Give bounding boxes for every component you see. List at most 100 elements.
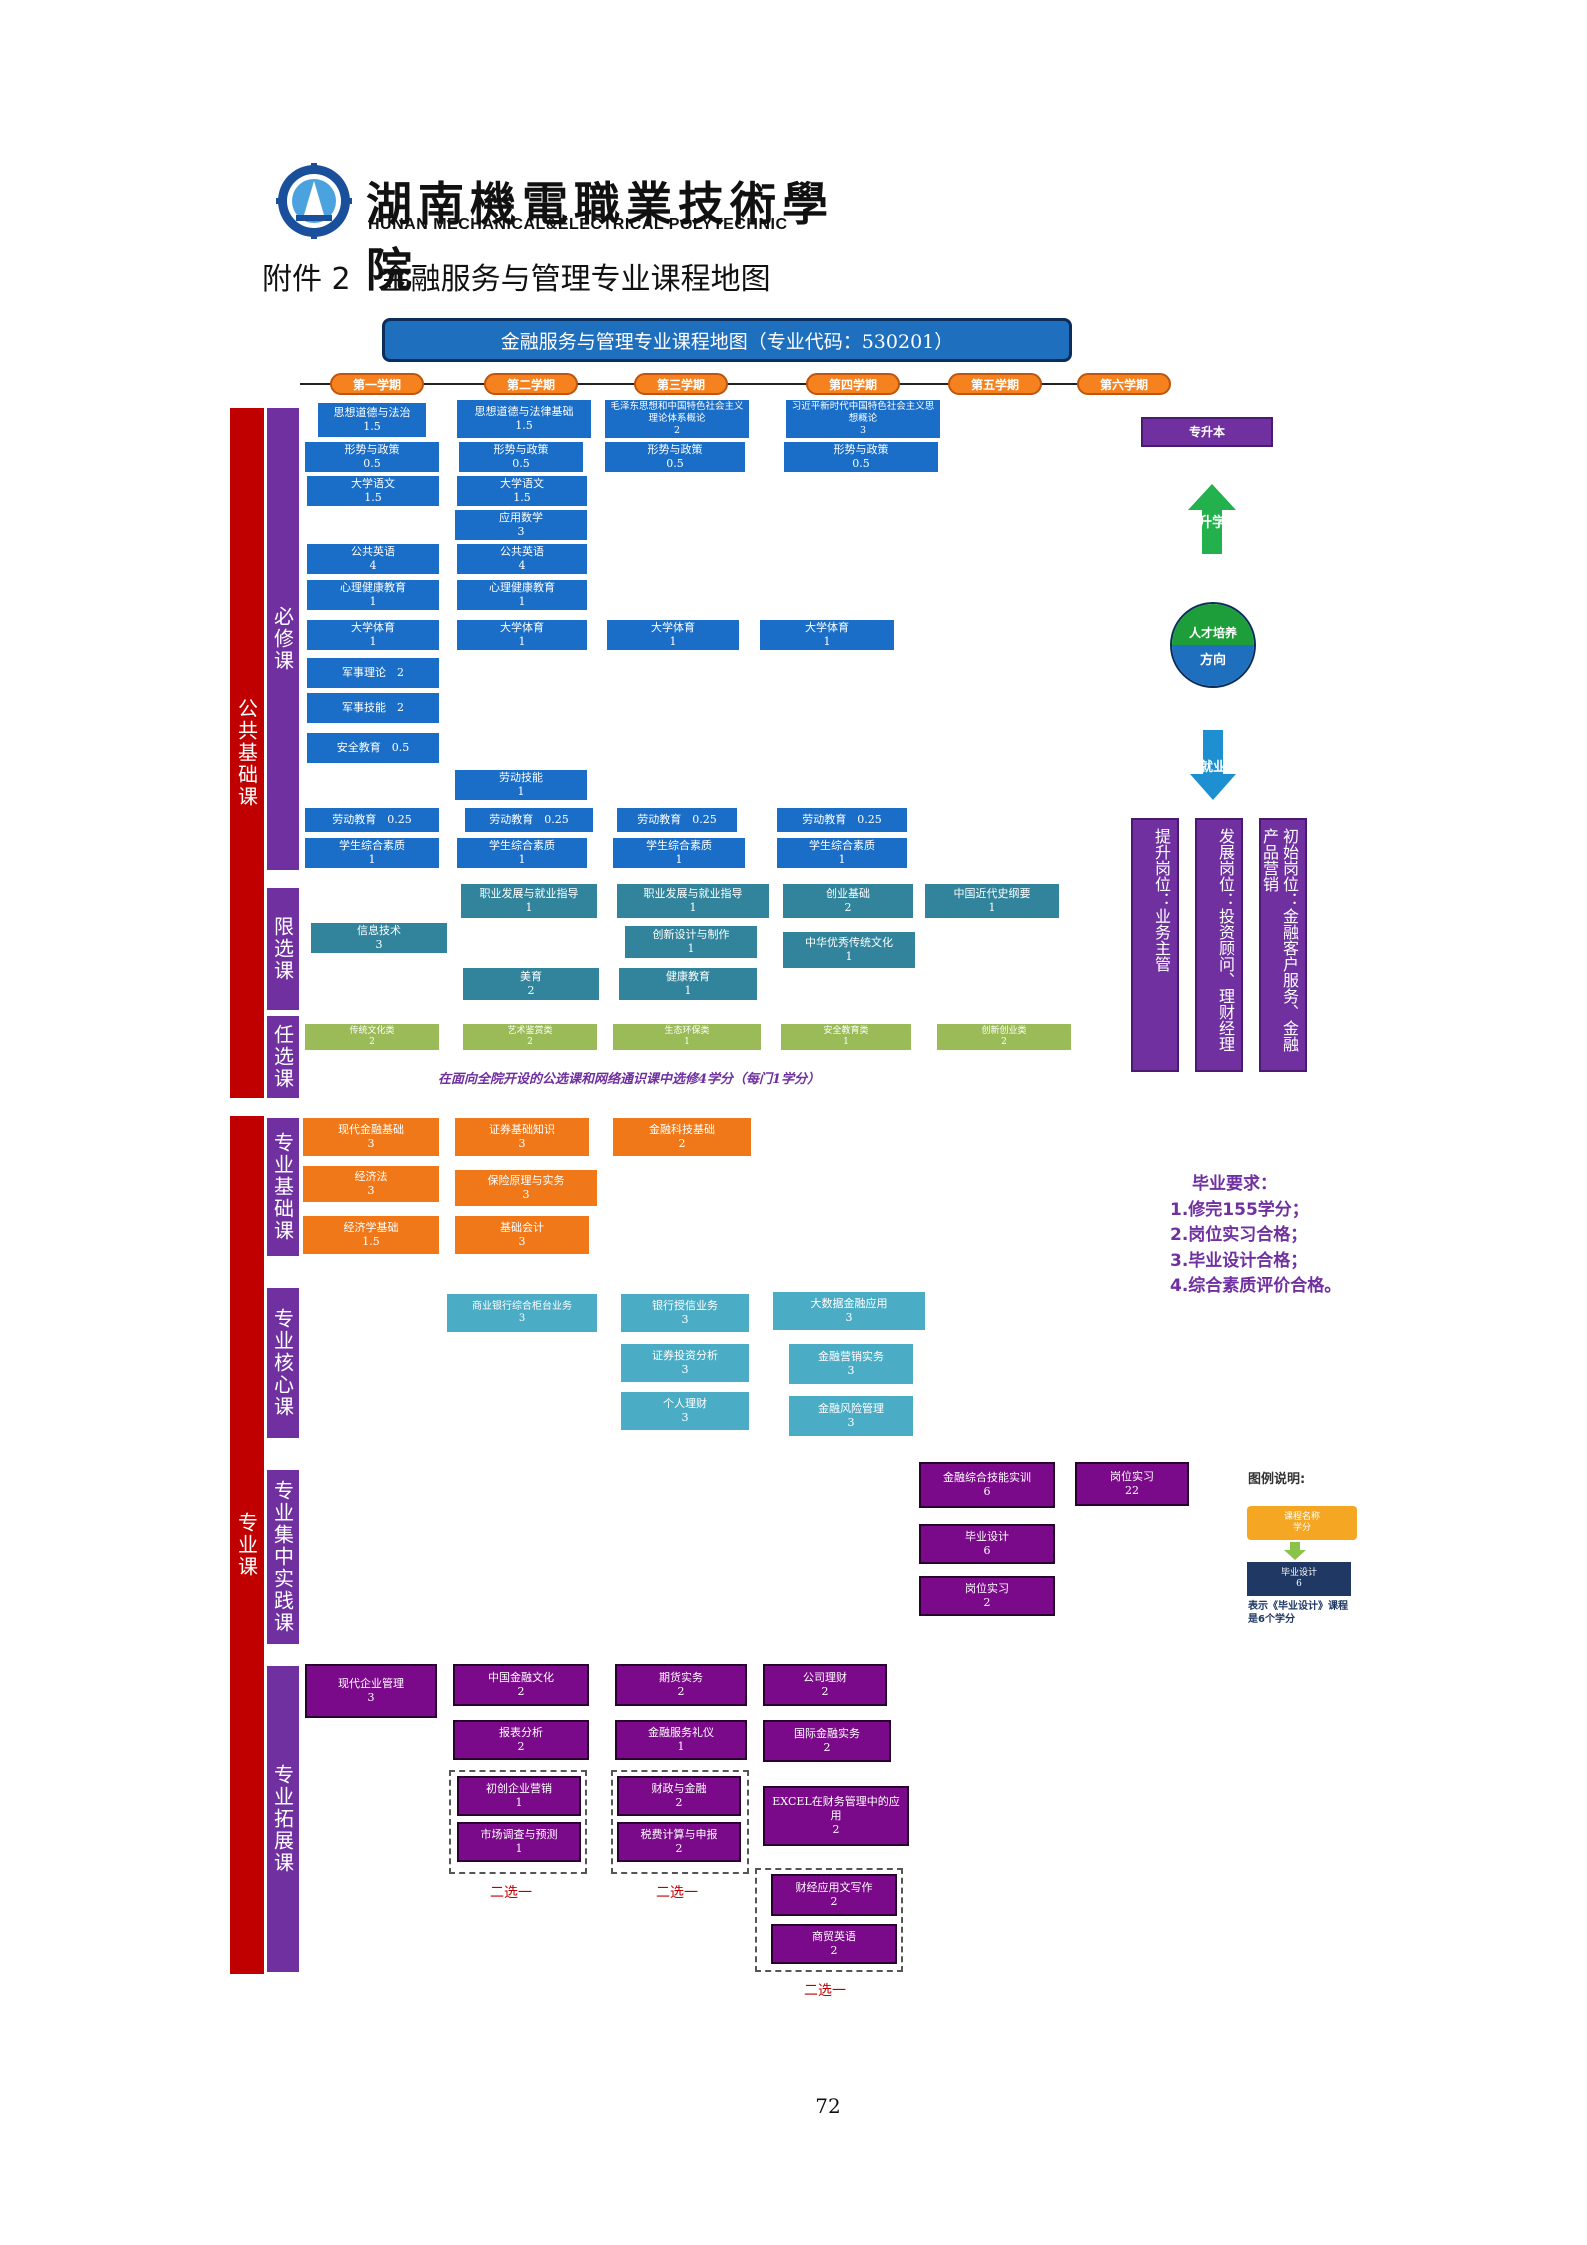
requirement-item: 1.修完155学分； [1170, 1199, 1309, 1220]
category-public: 公共基础课 [230, 408, 264, 1098]
requirement-item: 4.综合素质评价合格。 [1170, 1276, 1342, 1296]
requirements-title: 毕业要求： [1192, 1174, 1277, 1194]
category-major-ext: 专业拓展课 [267, 1666, 299, 1972]
semester-2: 第二学期 [484, 373, 578, 395]
choose-one-label: 二选一 [804, 1983, 846, 1999]
timeline-line [300, 383, 1170, 385]
legend-sample-top: 课程名称学分 [1247, 1506, 1357, 1540]
course-card: 劳动教育 0.25 [617, 808, 737, 832]
circle-bottom-label: 方向 [1199, 653, 1226, 668]
course-card: 劳动教育 0.25 [777, 808, 907, 832]
graduation-requirements: 毕业要求： 1.修完155学分； 2.岗位实习合格； 3.毕业设计合格； 4.综… [1170, 1172, 1390, 1312]
semester-6: 第六学期 [1077, 373, 1171, 395]
course-card: 军事理论 2 [307, 658, 439, 688]
gear-emblem-icon [276, 163, 352, 239]
choose-one-group [755, 1868, 903, 1972]
requirement-item: 2.岗位实习合格； [1170, 1225, 1308, 1245]
down-arrow-label: 就业 [1199, 760, 1226, 775]
course-card: 军事技能 2 [307, 693, 439, 723]
page-number: 72 [815, 2094, 841, 2118]
category-elective: 任选课 [267, 1016, 299, 1098]
circle-top-label: 人才培养 [1188, 626, 1237, 640]
choose-one-group [449, 1770, 587, 1874]
category-major-core: 专业核心课 [267, 1288, 299, 1438]
legend-title: 图例说明: [1248, 1472, 1306, 1487]
course-card: 安全教育 0.5 [307, 733, 439, 763]
semester-5: 第五学期 [948, 373, 1042, 395]
course-card: 劳动教育 0.25 [305, 808, 439, 832]
position-development: 发展岗位：投资顾问、理财经理 [1195, 818, 1243, 1072]
college-name-cn: 湖南機電職業技術學院 [366, 177, 834, 297]
choose-one-label: 二选一 [490, 1885, 532, 1901]
up-arrow-label: 升学 [1198, 515, 1226, 531]
category-major: 专业课 [230, 1116, 264, 1974]
category-required: 必修课 [267, 408, 299, 870]
page-title: 附件 2 金融服务与管理专业课程地图 [262, 262, 771, 297]
legend-note: 表示《毕业设计》课程是6个学分 [1248, 1601, 1348, 1625]
choose-one-label: 二选一 [656, 1885, 698, 1901]
talent-direction-circle: 人才培养 方向 [1170, 602, 1256, 688]
category-major-basic: 专业基础课 [267, 1118, 299, 1256]
down-arrow-icon [1190, 730, 1236, 800]
map-title: 金融服务与管理专业课程地图（专业代码：530201） [382, 318, 1072, 362]
requirement-item: 3.毕业设计合格； [1170, 1250, 1308, 1271]
semester-3: 第三学期 [634, 373, 728, 395]
college-name-en: HUNAN MECHANICAL&ELECTRICAL POLYTECHNIC [368, 216, 788, 233]
up-arrow-icon [1188, 484, 1236, 554]
college-logo [276, 163, 352, 239]
elective-note: 在面向全院开设的公选课和网络通识课中选修4学分（每门1学分） [438, 1072, 821, 1087]
